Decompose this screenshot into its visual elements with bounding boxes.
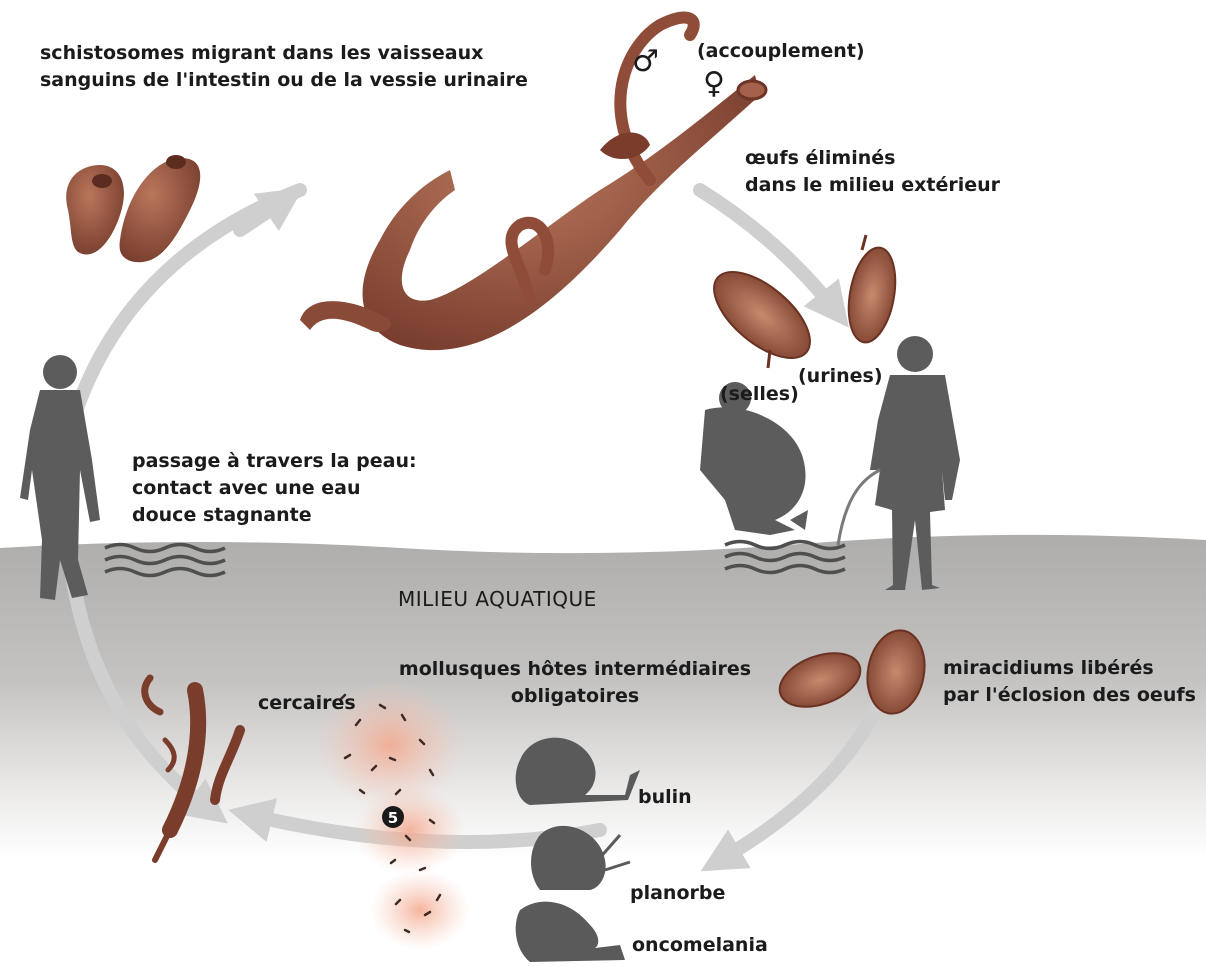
molluscs-label: mollusques hôtes intermédiaires obligato… (390, 656, 760, 710)
eggs-illustration (700, 235, 902, 374)
male-symbol: ♂ (632, 48, 659, 75)
schistosomula-illustration (66, 155, 200, 262)
oncomelania-label: oncomelania (632, 932, 768, 959)
male-worm (363, 75, 760, 350)
snail-oncomelania-icon (516, 902, 625, 962)
worm-sucker (600, 133, 650, 160)
female-symbol: ♀ (703, 70, 725, 97)
feces-label: (selles) (720, 381, 799, 408)
aquatic-zone-label: MILIEU AQUATIQUE (398, 586, 597, 613)
eggs-label: œufs éliminés dans le milieu extérieur (745, 145, 1000, 199)
mating-label: (accouplement) (697, 38, 865, 65)
cercariae-label: cercaires (258, 690, 356, 717)
planorbe-label: planorbe (630, 880, 725, 907)
miracidia-label: miracidiums libérés par l'éclosion des o… (943, 655, 1196, 709)
female-worm-head (738, 81, 766, 99)
step-5-marker-text: 5 (388, 809, 398, 827)
migration-label: schistosomes migrant dans les vaisseaux … (40, 40, 528, 94)
bulin-label: bulin (638, 784, 692, 811)
urine-label: (urines) (798, 363, 883, 390)
skin-penetration-label: passage à travers la peau: contact avec … (132, 448, 417, 529)
